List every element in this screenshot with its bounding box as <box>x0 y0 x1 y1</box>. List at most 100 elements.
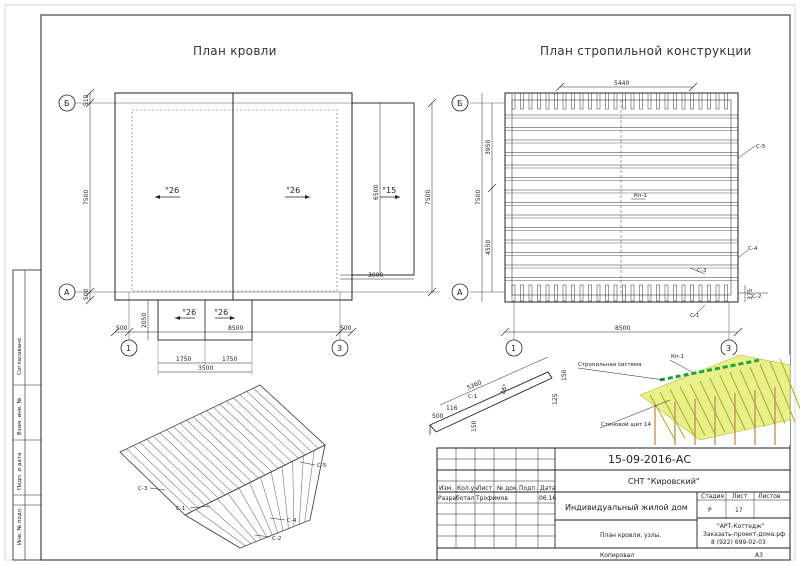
iso-rafter <box>193 416 259 479</box>
rafter-end <box>673 284 677 302</box>
rafter-end <box>622 92 626 110</box>
dim-rafter-height: 7500 <box>475 190 482 205</box>
render-3d: Стропильная система Кп-1 Стеновой щит 14 <box>577 354 800 445</box>
rafter-end <box>613 284 618 302</box>
roof-axis-3: 3 <box>337 344 342 353</box>
rafter-end <box>656 284 660 302</box>
rafter-axis-a: А <box>457 288 463 297</box>
iso-rafter <box>153 435 219 499</box>
dim-porch-half-a: 1750 <box>176 356 191 363</box>
iso-rafter-front <box>281 466 289 529</box>
rafter-end <box>673 92 677 110</box>
render-rafter <box>759 363 786 424</box>
rafter-end <box>707 92 711 110</box>
iso-rafter-front <box>217 498 257 542</box>
dim-porch-half-b: 1750 <box>222 356 237 363</box>
rafter-end <box>656 92 660 110</box>
detail-dim-tip: 150 <box>561 369 568 381</box>
iso-rafter <box>146 439 212 502</box>
iso-rafter-front <box>227 493 262 540</box>
rafter-axis-1: 1 <box>511 344 516 353</box>
iso-rafter <box>213 407 279 469</box>
org-phone: 8 (922) 699-02-03 <box>711 539 766 546</box>
roof-plan-title: План кровли <box>193 44 277 58</box>
rafter-end <box>545 92 550 110</box>
rafter-end <box>707 284 711 302</box>
detail-dim-small: 116 <box>446 405 458 412</box>
rafter-axis-b: Б <box>457 99 463 108</box>
col-list: Лист <box>477 485 493 492</box>
slope-left: °26 <box>165 186 179 195</box>
render-rafter <box>749 366 776 426</box>
col-ndok: № док. <box>497 485 519 492</box>
rafter-end <box>520 92 524 110</box>
slope-porch-left: °26 <box>182 308 196 317</box>
iso-rafter-front <box>304 450 315 523</box>
title-code: 15-09-2016-АС <box>608 453 691 466</box>
rafter-end <box>647 284 652 302</box>
rafter-end <box>715 284 720 302</box>
iso-rafter <box>186 419 252 482</box>
rafter-end <box>554 92 558 110</box>
render-rafter <box>729 372 756 429</box>
rafter-end <box>605 92 609 110</box>
iso-rafter <box>199 413 266 476</box>
render-rafter <box>739 369 766 427</box>
dim-roof-right-height: 7500 <box>425 190 432 205</box>
rafter-end <box>639 284 643 302</box>
iso-rafter <box>233 397 299 459</box>
slope-porch-right: °26 <box>214 308 228 317</box>
stage-value: Р <box>708 507 712 514</box>
rafter-end <box>690 284 694 302</box>
iso-rafter <box>159 432 226 496</box>
dim-annex-width: 3000 <box>368 272 383 279</box>
dim-rafter-top-width: 5440 <box>614 80 629 87</box>
detail-dim-end: 150 <box>471 420 478 432</box>
iso-rafter-front <box>249 482 273 536</box>
sheet-label: Лист <box>732 493 748 500</box>
side-inv-orig-label: Инв. № подл. <box>17 507 23 545</box>
roof-axis-1: 1 <box>126 344 131 353</box>
rafter-label-c2: С-2 <box>752 294 761 300</box>
iso-rafter <box>179 423 246 486</box>
purlins <box>505 114 738 281</box>
iso-label-c5: С-5 <box>317 463 327 469</box>
render-rafter <box>659 391 686 439</box>
dim-rafter-side: 375 <box>747 288 754 300</box>
rafter-end <box>571 92 575 110</box>
roof-axis-a: А <box>64 288 70 297</box>
render-label-kp1: Кп-1 <box>671 354 684 360</box>
side-inv-replace-label: Взам. инв. № <box>17 397 23 435</box>
dim-roof-top-overhang: 510 <box>83 94 90 106</box>
dim-roof-left-overhang: 500 <box>116 325 128 332</box>
side-agreed-label: Согласовано <box>17 337 23 375</box>
render-rafter <box>769 361 796 423</box>
rafter-label-c5: С-5 <box>756 144 766 150</box>
rafter-end <box>588 284 592 302</box>
rafter-label-c4: С-4 <box>748 246 758 252</box>
rafter-end <box>571 284 575 302</box>
copied-label: Копировал <box>600 552 634 559</box>
rafter-end <box>715 92 720 110</box>
rafter-end <box>681 92 686 110</box>
render-rafter <box>699 380 726 433</box>
rafter-end <box>537 284 541 302</box>
title-object: Индивидуальный жилой дом <box>565 503 688 512</box>
rafter-end <box>596 92 601 110</box>
rafter-end <box>664 92 669 110</box>
developed-role: Разработал <box>438 495 475 502</box>
rafter-label-kp1: Кп-1 <box>634 193 647 199</box>
rafter-end <box>647 92 652 110</box>
side-stamp: Согласовано Взам. инв. № Подп. и дата Ин… <box>12 269 42 561</box>
rafter-end <box>622 284 626 302</box>
org-site: Заказать-проект-дома.рф <box>703 531 785 538</box>
roof-axis-b: Б <box>64 99 70 108</box>
iso-rafter <box>139 442 206 506</box>
iso-roof-frame: С-3 С-1 С-5 С-4 С-2 <box>119 384 327 549</box>
rafter-plan: Кп-1 С-5 С-4 С-3 С-2 С-1 5440 7500 3950 … <box>451 80 768 357</box>
rafter-end <box>630 92 635 110</box>
dim-roof-inner-height: 6500 <box>373 185 380 200</box>
rafter-end <box>562 92 567 110</box>
dim-porch-width: 3500 <box>198 365 213 372</box>
rafter-end <box>545 284 550 302</box>
